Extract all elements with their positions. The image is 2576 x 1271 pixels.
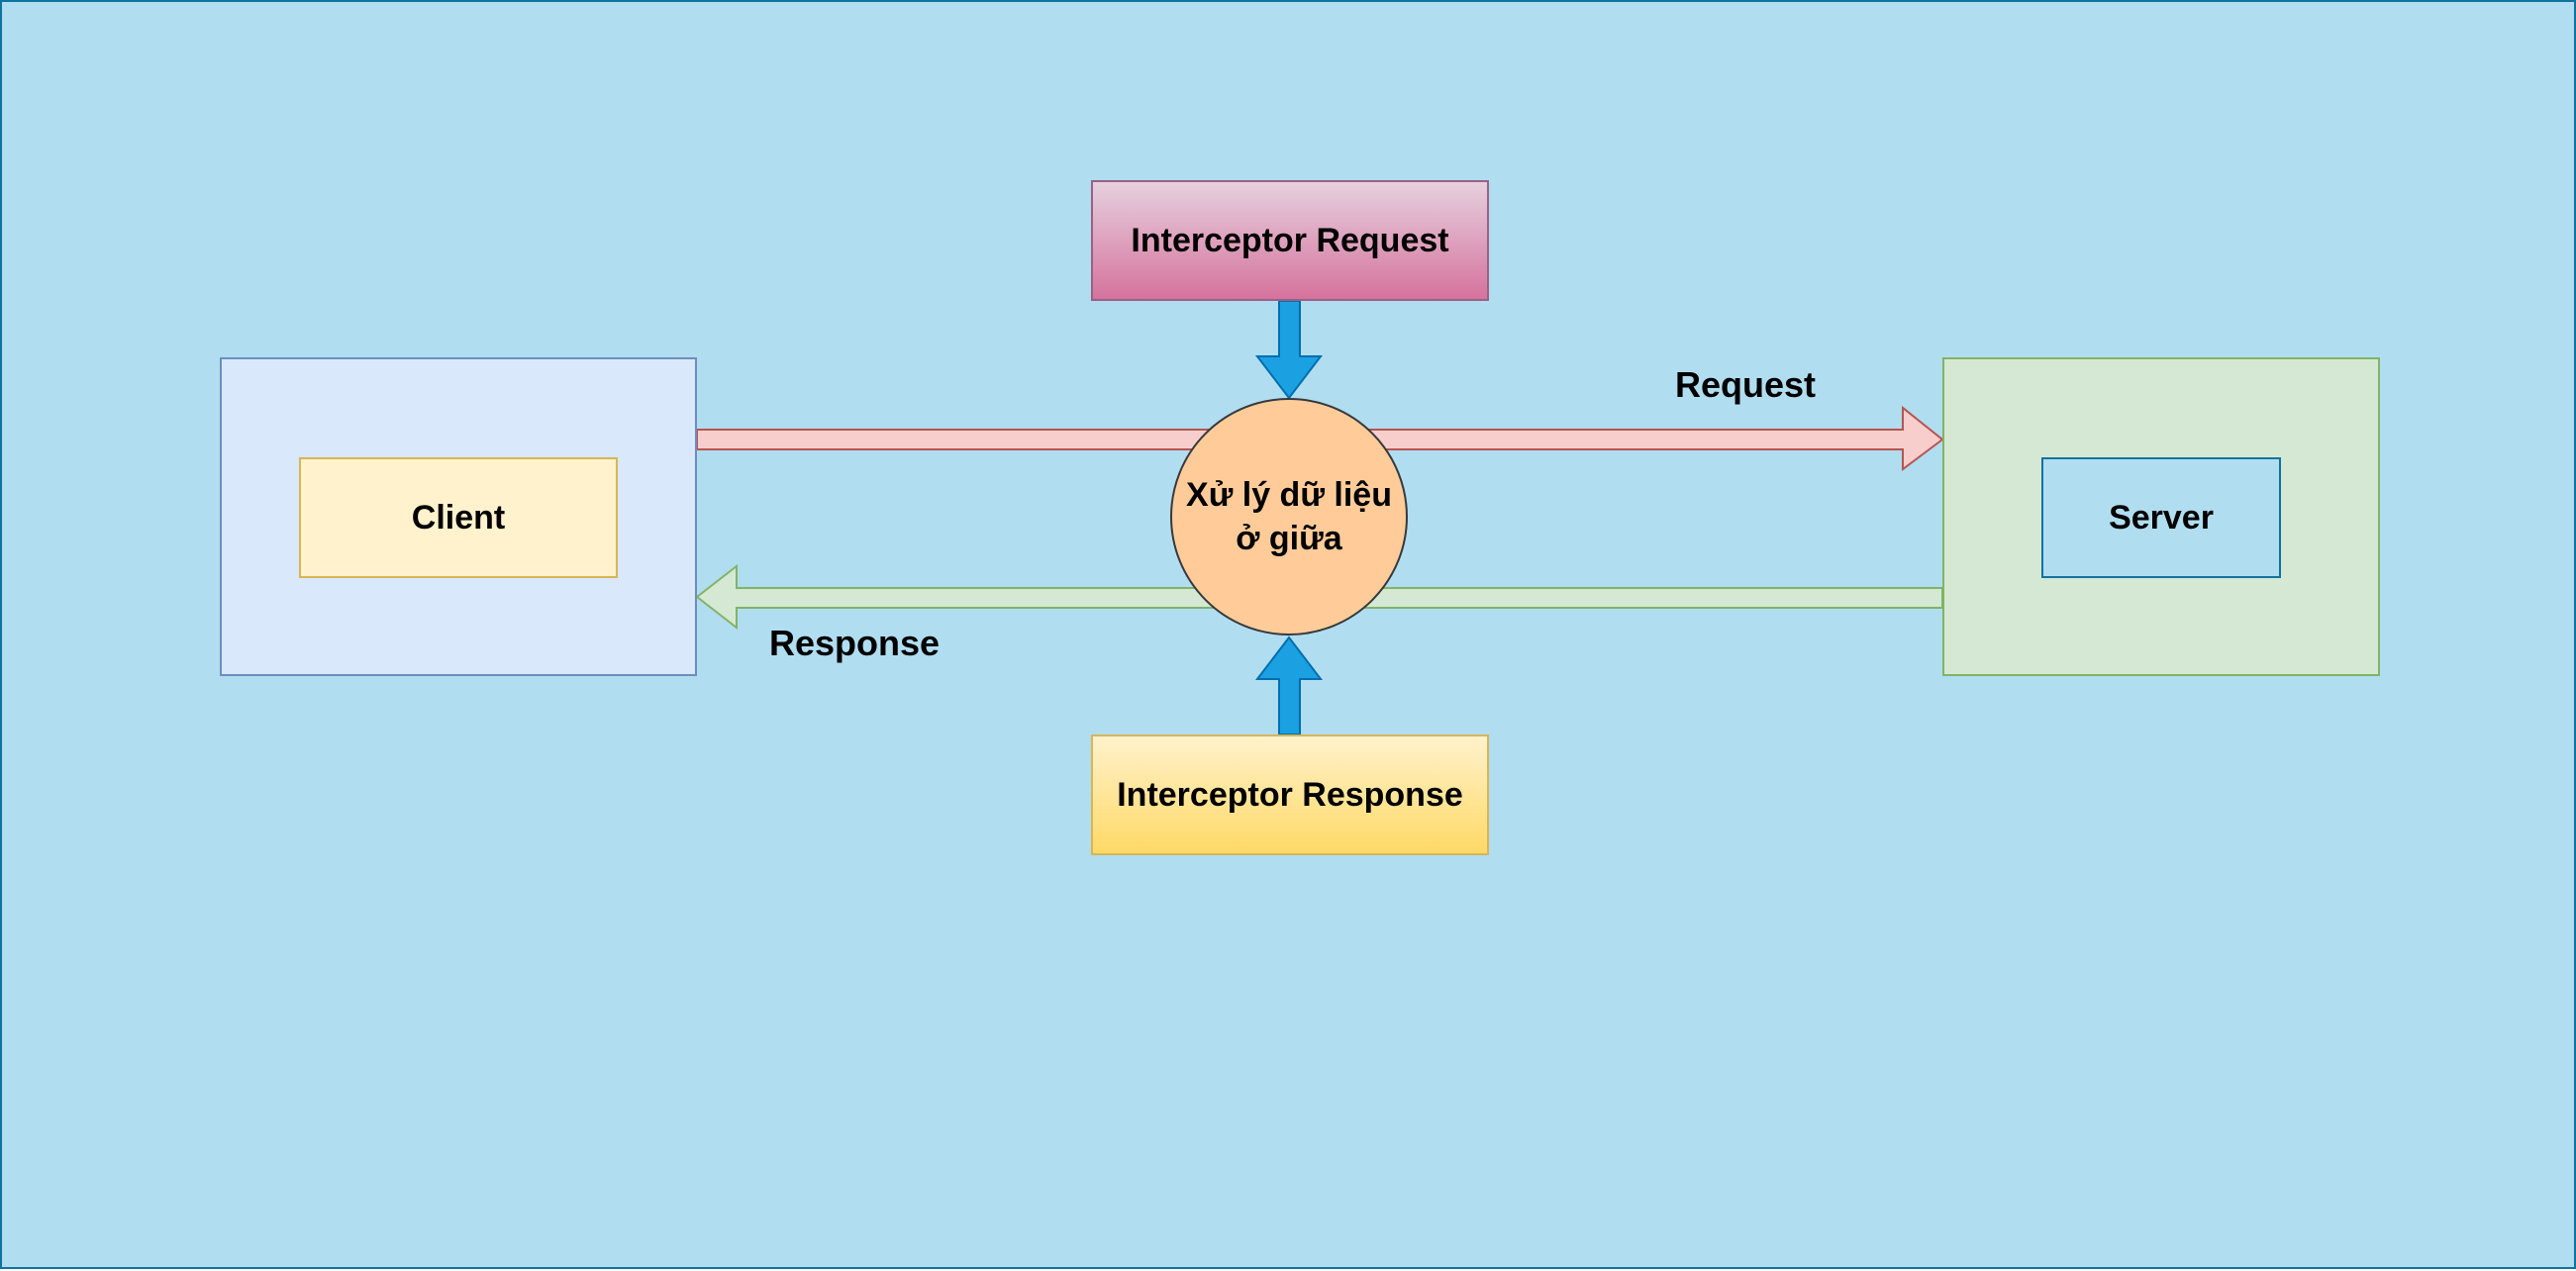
interceptor-response-label: Interceptor Response — [1117, 775, 1463, 814]
interceptor-request-label: Interceptor Request — [1131, 221, 1449, 259]
request-edge-label: Request — [1675, 364, 1817, 405]
interceptor-response-arrow — [1254, 636, 1324, 735]
middle-processing-node: Xử lý dữ liệu ở giữa — [1170, 398, 1408, 636]
interceptor-request-arrow — [1254, 300, 1324, 400]
server-label: Server — [2109, 498, 2214, 537]
interceptor-request-node: Interceptor Request — [1091, 180, 1489, 301]
response-edge-label: Response — [769, 623, 941, 663]
interceptor-response-node: Interceptor Response — [1091, 734, 1489, 855]
middle-processing-label-line2: ở giữa — [1236, 520, 1342, 557]
client-node: Client — [299, 457, 618, 578]
middle-processing-label-line1: Xử lý dữ liệu — [1186, 476, 1392, 514]
server-node: Server — [2041, 457, 2281, 578]
client-label: Client — [411, 498, 506, 537]
